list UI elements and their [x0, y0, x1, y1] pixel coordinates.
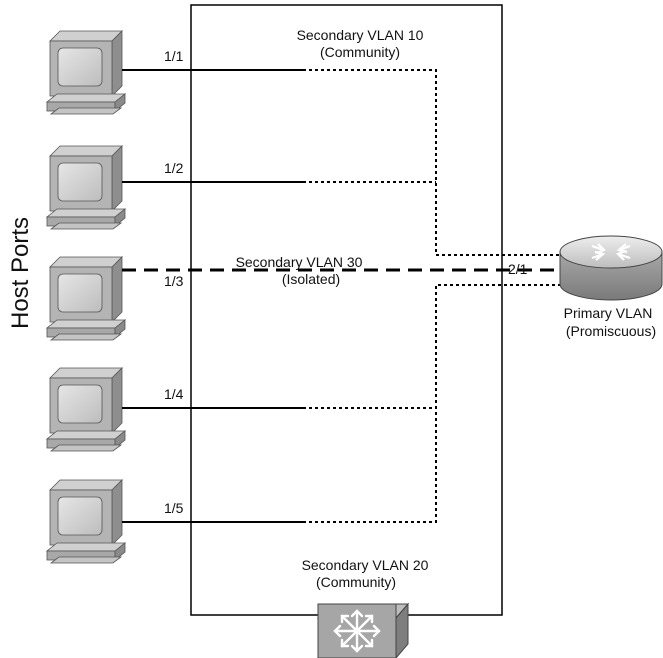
router-port-label: 2/1 — [508, 261, 528, 277]
switch-boundary — [190, 4, 503, 616]
primary-vlan-type: (Promiscuous) — [566, 323, 656, 339]
host-pc-icon — [46, 479, 130, 564]
secondary-vlan-10-title: Secondary VLAN 10 — [297, 27, 424, 43]
primary-vlan-title: Primary VLAN — [564, 305, 653, 321]
port-label-1-5: 1/5 — [164, 500, 184, 516]
host-pc-icon — [46, 145, 130, 230]
host-ports-label: Host Ports — [7, 217, 34, 329]
host-pc-icon — [46, 367, 130, 452]
port-label-1-3: 1/3 — [164, 273, 184, 289]
switch-icon — [316, 602, 410, 658]
secondary-vlan-30-type: (Isolated) — [282, 271, 340, 287]
secondary-vlan-20-type: (Community) — [316, 574, 396, 590]
community-vlan-10-path — [303, 69, 560, 256]
router-icon — [559, 235, 663, 301]
host-pc-icon — [46, 30, 130, 115]
secondary-vlan-30-title: Secondary VLAN 30 — [236, 254, 363, 270]
host-pc-icon — [46, 256, 130, 341]
port-label-1-1: 1/1 — [164, 48, 184, 64]
community-vlan-20-path — [303, 284, 560, 523]
port-label-1-2: 1/2 — [164, 160, 184, 176]
secondary-vlan-20-title: Secondary VLAN 20 — [302, 557, 429, 573]
port-label-1-4: 1/4 — [164, 386, 184, 402]
secondary-vlan-10-type: (Community) — [320, 44, 400, 60]
